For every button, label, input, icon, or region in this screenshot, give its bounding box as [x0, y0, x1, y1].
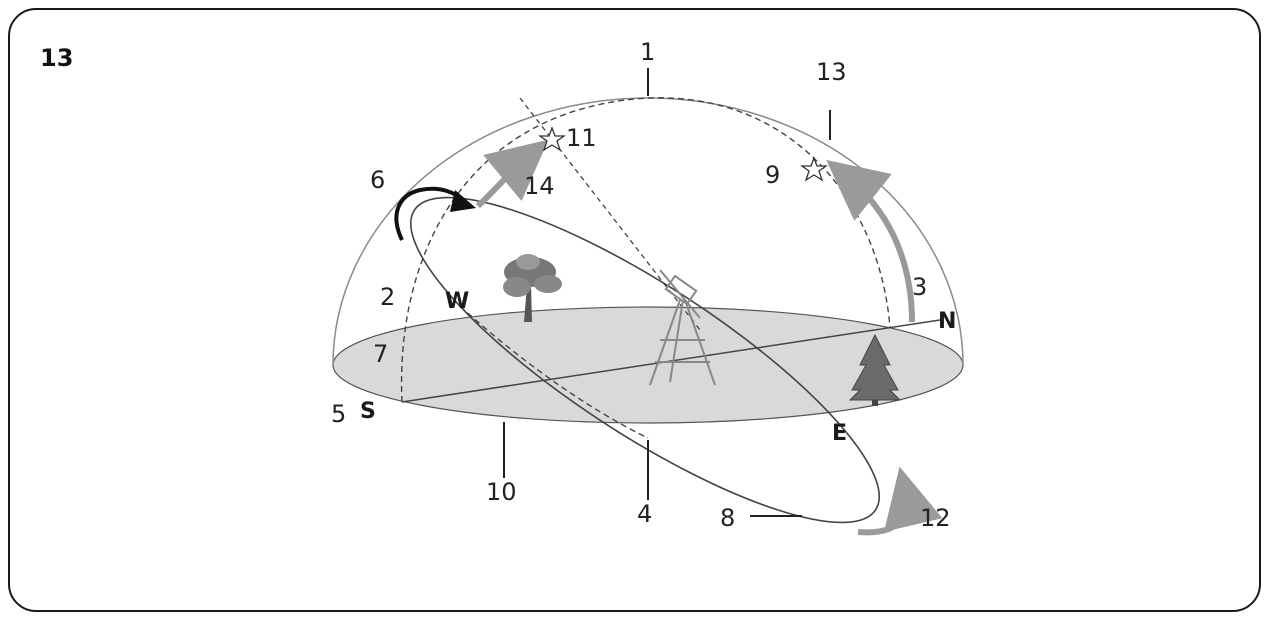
rotation-arrowhead [450, 190, 476, 212]
label-13: 13 [816, 58, 847, 86]
label-4: 4 [637, 500, 652, 528]
celestial-equator [409, 196, 881, 524]
direction-east: E [832, 421, 847, 446]
label-3: 3 [912, 273, 927, 301]
label-14: 14 [524, 172, 555, 200]
star-icon [799, 156, 829, 182]
label-5: 5 [331, 400, 346, 428]
direction-south: S [360, 399, 376, 424]
direction-west: W [445, 289, 469, 314]
diurnal-arrow-west [475, 139, 549, 209]
label-8: 8 [720, 504, 735, 532]
label-11: 11 [566, 124, 597, 152]
label-2: 2 [380, 283, 395, 311]
meridian-line [400, 97, 891, 403]
diurnal-arrow-east [857, 466, 943, 536]
celestial-hemisphere [332, 97, 964, 366]
diurnal-arrow-north [826, 159, 915, 323]
label-6: 6 [370, 166, 385, 194]
label-7: 7 [373, 340, 388, 368]
label-1: 1 [640, 38, 655, 66]
label-10: 10 [486, 478, 517, 506]
pine-tree-icon [848, 333, 902, 406]
star-icon [537, 126, 567, 152]
equator-hidden-arc [459, 305, 649, 439]
tree-icon [503, 254, 562, 322]
figure-number: 13 [40, 44, 74, 72]
telescope-icon [649, 269, 716, 386]
direction-north: N [938, 309, 956, 334]
label-12: 12 [920, 504, 951, 532]
label-9: 9 [765, 161, 780, 189]
